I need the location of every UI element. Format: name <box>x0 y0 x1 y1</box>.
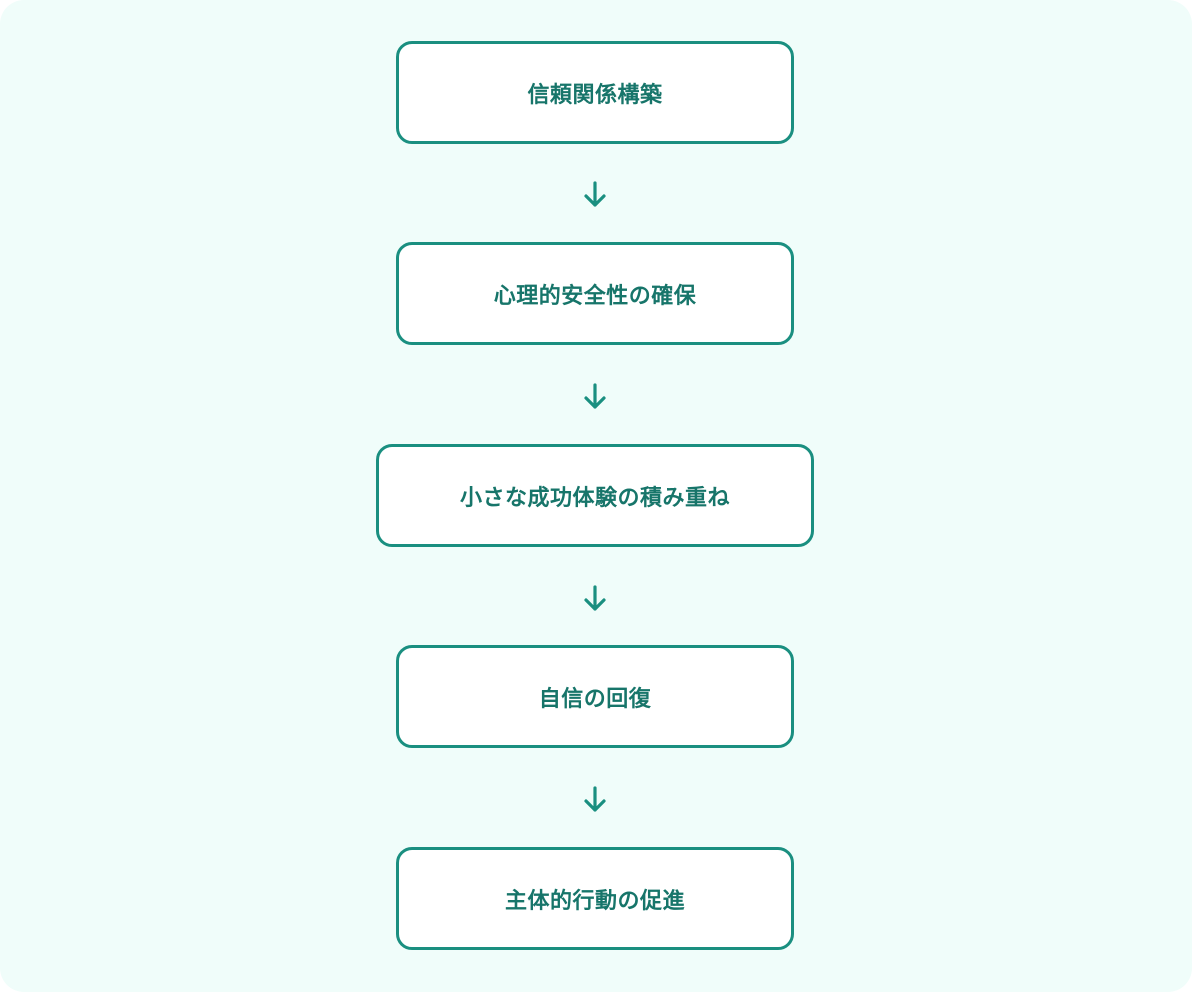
step-label: 小さな成功体験の積み重ね <box>459 485 730 511</box>
step-confidence-recovery: 自信の回復 <box>396 645 794 748</box>
step-label: 心理的安全性の確保 <box>493 283 697 309</box>
step-label: 主体的行動の促進 <box>504 888 685 914</box>
step-label: 信頼関係構築 <box>527 82 663 108</box>
arrow-down-icon <box>581 584 609 614</box>
step-small-successes: 小さな成功体験の積み重ね <box>376 444 814 547</box>
arrow-down-icon <box>581 180 609 210</box>
arrow-down-icon <box>581 785 609 815</box>
step-proactive-action: 主体的行動の促進 <box>396 847 794 950</box>
arrow-down-icon <box>581 382 609 412</box>
step-trust-building: 信頼関係構築 <box>396 41 794 144</box>
step-label: 自信の回復 <box>538 686 652 712</box>
step-psychological-safety: 心理的安全性の確保 <box>396 242 794 345</box>
